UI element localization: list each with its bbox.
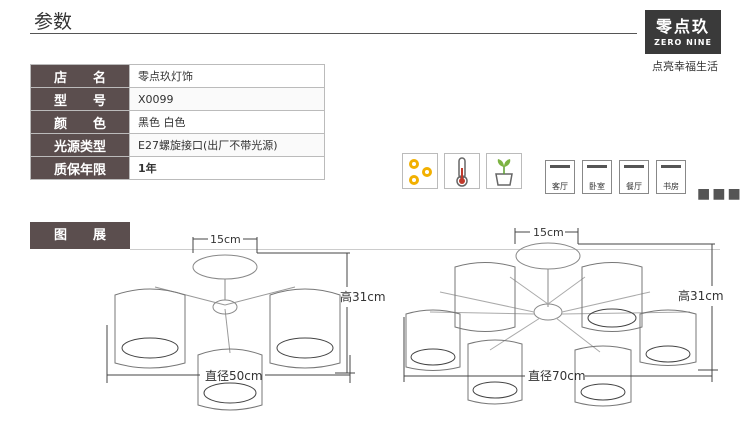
bulb-icon — [402, 153, 438, 189]
table-row: 光源类型 E27螺旋接口(出厂不带光源) — [30, 133, 325, 157]
title-divider — [30, 33, 637, 34]
spec-label: 型 号 — [30, 87, 130, 111]
room-label: 卧室 — [589, 182, 605, 191]
spec-value: 黑色 白色 — [129, 110, 325, 134]
height-label: 高31cm — [678, 288, 724, 303]
brand-logo: 零点玖 ZERO NINE — [645, 10, 721, 54]
room-label: 书房 — [663, 182, 679, 191]
page-title: 参数 — [34, 11, 73, 33]
room-study-icon: 书房 — [656, 160, 686, 194]
top-width-label: 15cm — [210, 233, 241, 246]
diameter-label: 直径70cm — [528, 369, 586, 383]
lamp-diagram-8-arm: 15cm 高31cm 直径70cm — [403, 226, 724, 407]
top-width-label: 15cm — [533, 226, 564, 239]
spec-value: X0099 — [129, 87, 325, 111]
spec-label: 颜 色 — [30, 110, 130, 134]
table-row: 质保年限 1年 — [30, 156, 325, 180]
gallery-header: 图 展 — [30, 222, 130, 249]
diameter-label: 直径50cm — [205, 369, 263, 383]
table-row: 颜 色 黑色 白色 — [30, 110, 325, 134]
spec-value: 1年 — [129, 156, 325, 180]
spec-value: E27螺旋接口(出厂不带光源) — [129, 133, 325, 157]
room-living-icon: 客厅 — [545, 160, 575, 194]
thermometer-icon — [444, 153, 480, 189]
spec-label: 质保年限 — [30, 156, 130, 180]
room-label: 客厅 — [552, 182, 568, 191]
brand-slogan: 点亮幸福生活 — [652, 60, 718, 73]
room-dining-icon: 餐厅 — [619, 160, 649, 194]
gallery-divider — [130, 249, 720, 250]
more-dots-icon: ■■■ — [697, 186, 743, 202]
spec-label: 店 名 — [30, 64, 130, 88]
brand-english: ZERO NINE — [654, 38, 712, 47]
table-row: 店 名 零点玖灯饰 — [30, 64, 325, 88]
spec-table: 店 名 零点玖灯饰 型 号 X0099 颜 色 黑色 白色 光源类型 E27螺旋… — [30, 64, 325, 180]
spec-label: 光源类型 — [30, 133, 130, 157]
table-row: 型 号 X0099 — [30, 87, 325, 111]
height-label: 高31cm — [340, 289, 386, 304]
plant-icon — [486, 153, 522, 189]
spec-value: 零点玖灯饰 — [129, 64, 325, 88]
lamp-diagram-5-arm: 15cm 高31cm 直径50cm — [106, 233, 386, 411]
brand-name: 零点玖 — [655, 17, 710, 36]
room-bedroom-icon: 卧室 — [582, 160, 612, 194]
room-label: 餐厅 — [626, 182, 642, 191]
